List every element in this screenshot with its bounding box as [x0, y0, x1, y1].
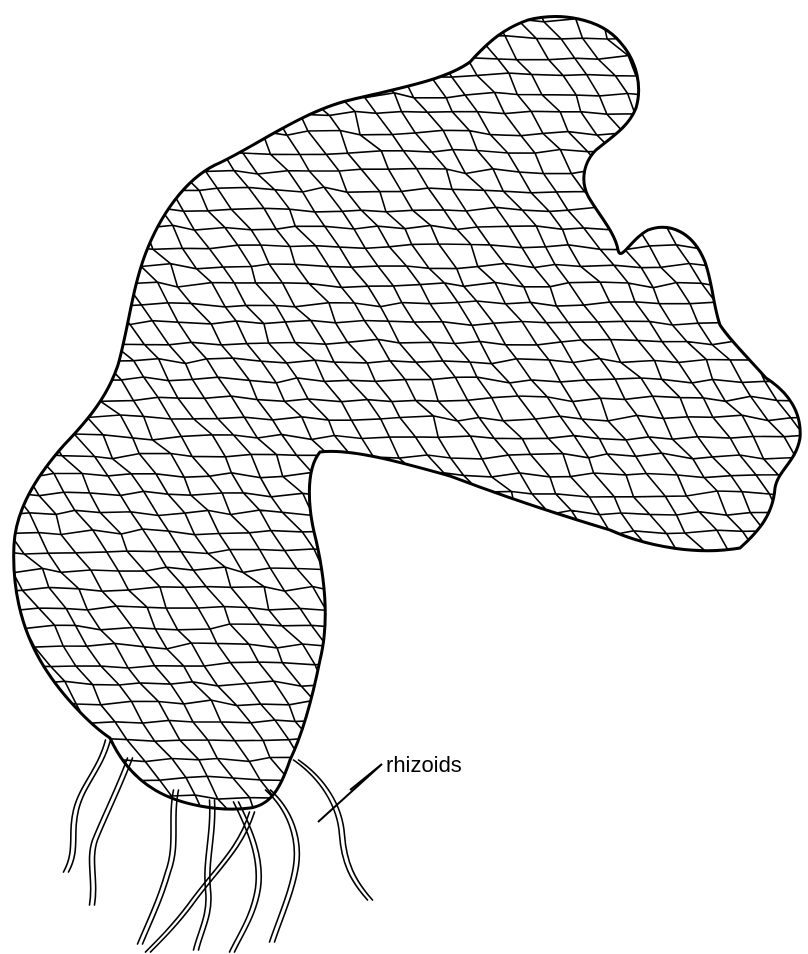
rhizoid-7-left-edge: [146, 812, 250, 952]
rhizoid-3-left-edge: [194, 800, 210, 950]
rhizoids: [64, 740, 373, 952]
rhizoid-5-right-edge: [271, 790, 300, 942]
thallus-outline: [14, 17, 800, 809]
rhizoid-5-left-edge: [266, 790, 295, 942]
rhizoid-2-left-edge: [138, 790, 174, 944]
rhizoid-leader-lines: [318, 764, 382, 822]
rhizoid-8-right-edge: [95, 758, 133, 905]
rhizoid-4-left-edge: [230, 802, 257, 952]
rhizoid-1-left-edge: [64, 740, 106, 872]
rhizoids-label: rhizoids: [386, 752, 462, 777]
leader-line-lower: [318, 764, 382, 822]
rhizoid-4-right-edge: [235, 802, 262, 952]
